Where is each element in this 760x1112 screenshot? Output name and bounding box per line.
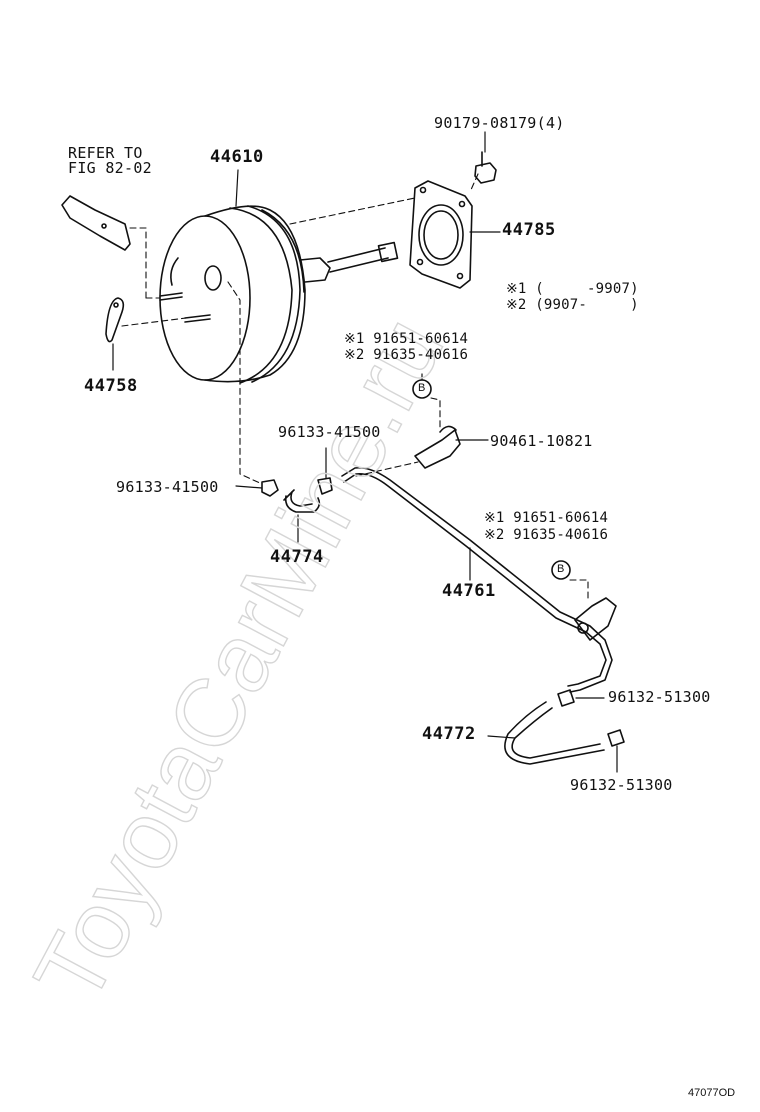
refer-to-line1: REFER TO: [68, 144, 143, 162]
clip-96132-a: [557, 689, 575, 707]
bracket-44758: [105, 297, 125, 343]
clip-96133-b: [317, 477, 333, 495]
clamp-lower: [574, 597, 617, 641]
label-bolt: 90179-08179(4): [434, 114, 565, 132]
hose-44774: [283, 489, 321, 513]
label-gasket: 44785: [502, 220, 556, 240]
clip-96133-a: [261, 479, 279, 497]
clamp-90461: [414, 425, 461, 469]
label-bracket: 44758: [84, 376, 138, 396]
callout-circle-b-lower: [551, 560, 571, 580]
mounting-bracket-ref: [61, 195, 131, 251]
label-clip-right-a: 96132-51300: [608, 688, 711, 706]
label-clip-right-b: 96132-51300: [570, 776, 673, 794]
variant-lower-2: ※2 91635-40616: [484, 527, 609, 543]
label-booster: 44610: [210, 147, 264, 167]
note-1: ※1 ( -9907): [506, 281, 639, 297]
hose-44772: [504, 701, 605, 765]
refer-to-line2: FIG 82-02: [68, 159, 152, 177]
bolt: [474, 151, 497, 184]
variant-upper-2: ※2 91635-40616: [344, 347, 469, 363]
figure-code: 47077OD: [688, 1087, 736, 1099]
gasket-plate: [409, 180, 473, 289]
tube-44761: [341, 466, 613, 693]
label-clip-left-b: 96133-41500: [278, 423, 381, 441]
label-tube: 44761: [442, 581, 496, 601]
callout-b-lower: B: [557, 563, 565, 575]
label-hose-large: 44772: [422, 724, 476, 744]
brake-booster: [159, 205, 399, 384]
label-clip-left-a: 96133-41500: [116, 478, 219, 496]
variant-upper-1: ※1 91651-60614: [344, 331, 469, 347]
label-clamp: 90461-10821: [490, 432, 593, 450]
variant-lower-1: ※1 91651-60614: [484, 510, 609, 526]
clip-96132-b: [607, 729, 625, 747]
note-2: ※2 (9907- ): [506, 297, 639, 313]
callout-b-upper: B: [418, 382, 426, 394]
label-hose-small: 44774: [270, 547, 324, 567]
